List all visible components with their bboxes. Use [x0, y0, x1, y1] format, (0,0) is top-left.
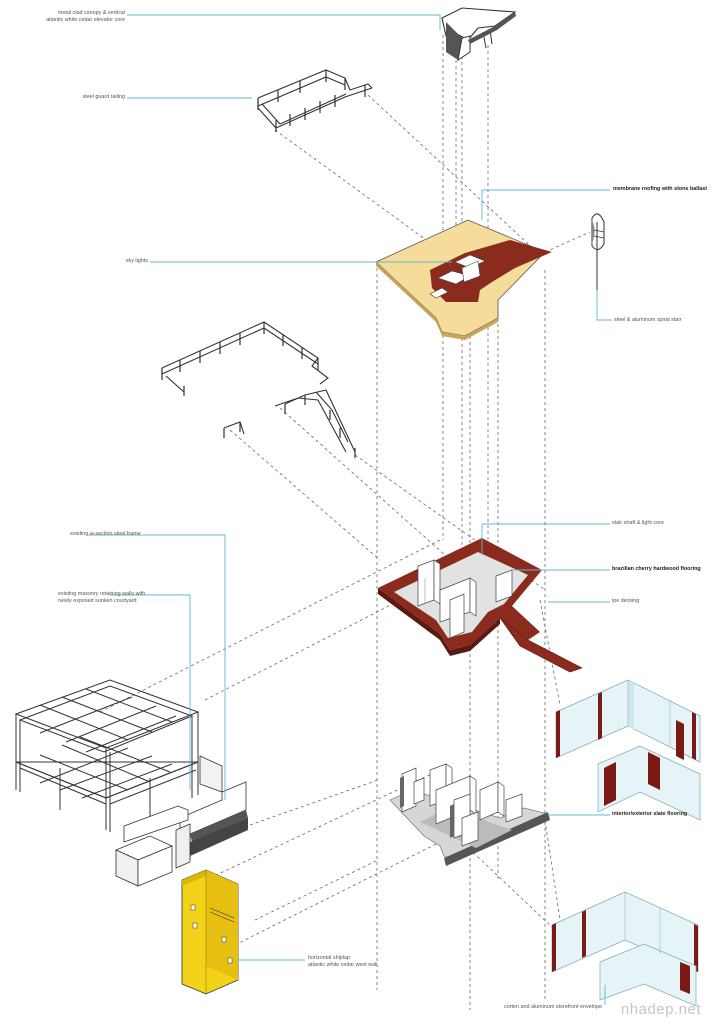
label-stair-shaft: stair shaft & light core — [612, 520, 664, 526]
label-ipe-decking: ipe decking — [612, 598, 640, 604]
label-canopy: metal clad canopy & vertical atlantic wh… — [40, 10, 125, 24]
label-steel-frame: existing w-section steel frame — [70, 531, 141, 537]
steel-guard-railing-top — [257, 69, 373, 132]
upper-storefront-envelope — [555, 679, 701, 821]
watermark: nhadep.net — [620, 1001, 701, 1018]
lower-storefront-envelope — [551, 891, 699, 1007]
label-masonry: existing masonry retaining walls with ne… — [58, 591, 145, 605]
label-slate-flooring: interior/exterior slate flooring — [612, 811, 688, 817]
steel-guard-railing-mid — [161, 321, 356, 458]
label-membrane-roofing: membrane roofing with stone ballast — [613, 186, 708, 192]
label-corten-envelope: corten and aluminum storefront envelope — [504, 1004, 602, 1010]
label-sky-lights: sky lights — [125, 258, 148, 264]
label-shiplap-line1: horizontal shiplap — [308, 955, 350, 961]
label-steel-guard-railing: steel guard railing — [82, 94, 125, 100]
roof-plate — [375, 219, 552, 340]
leader-lines — [88, 14, 612, 1005]
projection-lines — [99, 35, 591, 1010]
label-masonry-line2: newly exposed sunken courtyard — [58, 598, 137, 604]
steel-frame — [14, 679, 200, 832]
label-spiral-stair: steel & aluminum spiral stair — [614, 317, 682, 323]
masonry-retaining-walls — [114, 755, 248, 887]
ground-floor-plate — [389, 763, 550, 866]
label-canopy-line1: metal clad canopy & vertical — [57, 10, 125, 16]
label-canopy-line2: atlantic white cedar elevator core — [46, 17, 125, 23]
label-shiplap: horizontal shiplap atlantic white cedar … — [308, 955, 378, 969]
label-masonry-line1: existing masonry retaining walls with — [58, 591, 146, 597]
spiral-stair — [591, 213, 605, 290]
label-cherry-flooring: brazilian cherry hardwood flooring — [612, 566, 701, 572]
west-cedar-wall — [181, 869, 239, 995]
label-shiplap-line2: atlantic white cedar west wall — [308, 962, 378, 968]
canopy-elevator-core — [441, 7, 517, 62]
second-floor-plate — [378, 538, 583, 673]
